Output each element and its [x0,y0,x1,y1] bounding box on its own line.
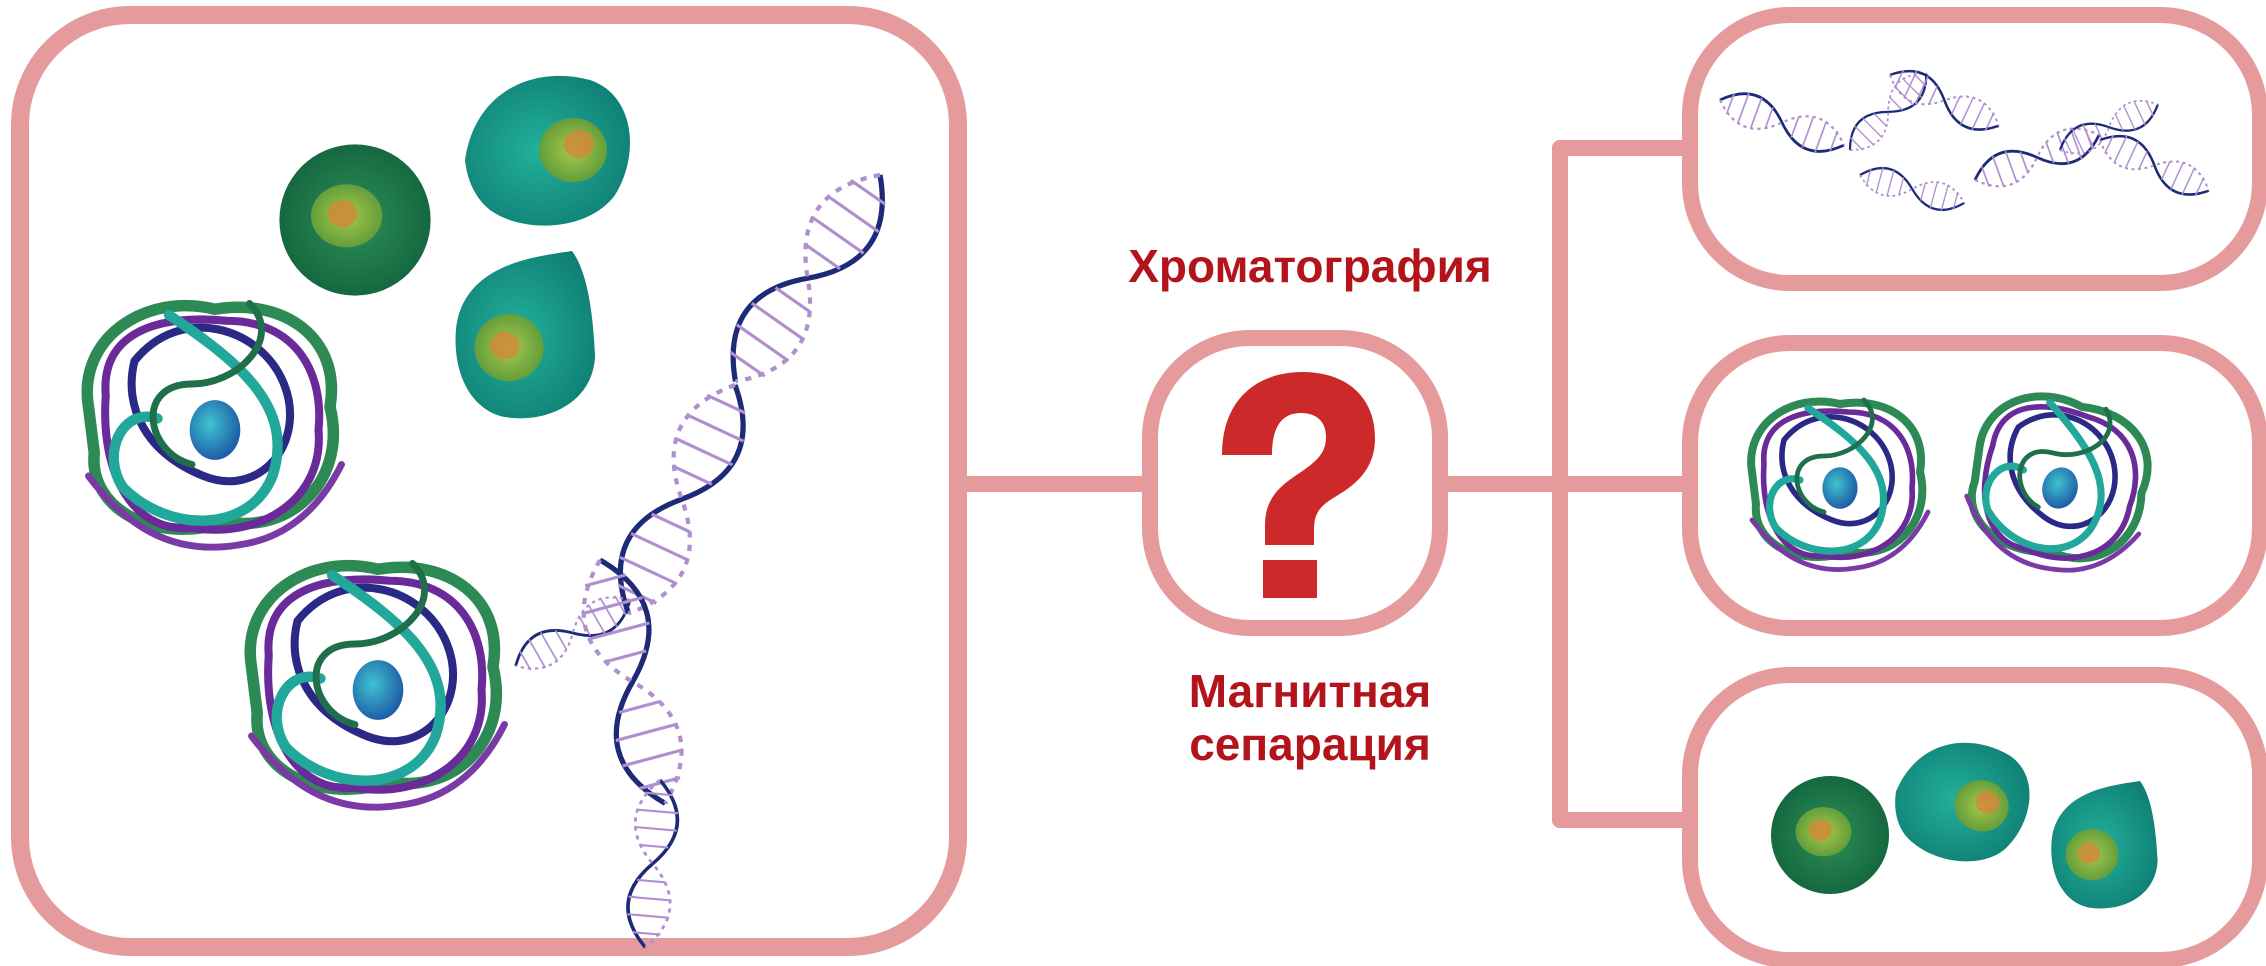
cell-icon [1770,775,1890,895]
chromatography-label: Хроматография [1128,240,1492,292]
question-mark-icon [1222,372,1375,598]
magnetic-separation-label: Магнитная сепарация [1080,665,1540,771]
magnetic-separation-label-line1: Магнитная [1188,665,1432,717]
result-box-dna [1682,7,2266,291]
connector-lines [958,140,1698,828]
cell-icon [279,144,431,296]
magnetic-separation-label-line2: сепарация [1189,717,1431,770]
